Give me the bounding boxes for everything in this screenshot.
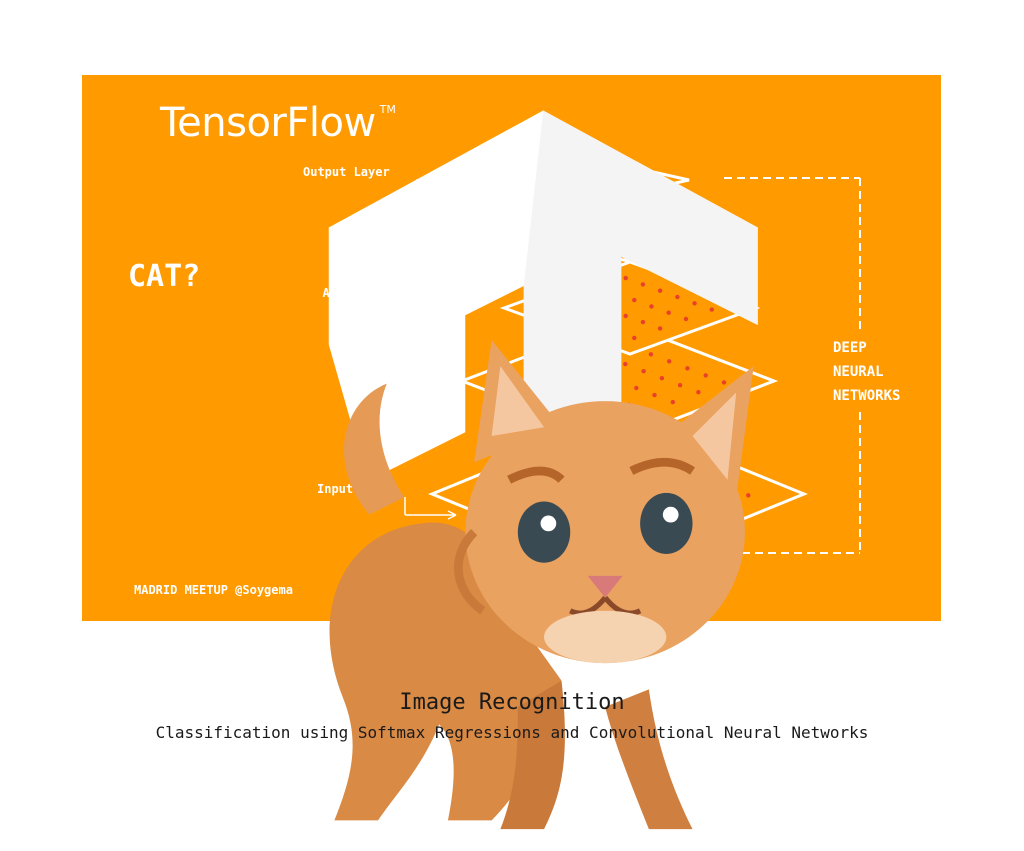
neuron-dot: [685, 366, 690, 371]
neuron-dot: [675, 294, 680, 300]
neuron-dot: [666, 310, 671, 315]
neuron-dot: [623, 275, 628, 281]
neuron-dot: [632, 335, 637, 341]
logo-trademark: TM: [379, 102, 396, 116]
neuron-dot: [721, 380, 727, 385]
neuron-dot: [640, 282, 646, 287]
activated-neurons-label: Activated Neurons: [300, 284, 410, 320]
dnn-line3: NETWORKS: [833, 388, 901, 404]
neuron-dot: [657, 288, 663, 293]
neuron-dot: [703, 373, 708, 378]
neuron-dot: [632, 297, 637, 303]
tensorflow-logo: TensorFlow TM: [104, 89, 758, 637]
neuron-dot: [649, 304, 654, 309]
input-arrowhead-top: [447, 510, 457, 516]
slide-banner: TensorFlow TM Output Layer Activated Neu…: [82, 75, 941, 830]
neuron-dot: [623, 313, 628, 319]
activated-neurons-label-line2: Neurons: [329, 304, 381, 318]
neuron-dot: [696, 390, 701, 395]
neuron-dot: [746, 493, 751, 498]
activated-neurons-label-line1: Activated: [322, 286, 388, 300]
kitten-image: [132, 305, 754, 830]
neuron-dot: [670, 399, 675, 405]
dnn-line2: NEURAL: [833, 364, 884, 380]
logo-text: TensorFlow: [160, 100, 376, 146]
caption-title: Image Recognition: [399, 690, 625, 715]
neuron-dot: [652, 392, 657, 398]
cat-question: CAT?: [128, 259, 201, 294]
neuron-dot: [648, 352, 654, 357]
neuron-dot: [623, 361, 628, 367]
caption-subtitle: Classification using Softmax Regressions…: [155, 723, 869, 742]
neuron-dot: [657, 326, 663, 331]
deep-neural-networks-label: DEEP NEURAL NETWORKS: [831, 334, 903, 410]
tensorflow-logo-icon: [104, 91, 758, 637]
output-layer-label: Output Layer: [303, 165, 390, 179]
neuron-dot: [667, 359, 672, 364]
dnn-line1: DEEP: [833, 340, 867, 356]
neuron-dot: [659, 376, 665, 381]
footer-credit: MADRID MEETUP @Soygema: [134, 583, 293, 597]
input-arrowhead-bottom: [447, 514, 457, 520]
neuron-dot: [683, 316, 689, 322]
neuron-dot: [709, 307, 714, 312]
neuron-dot: [641, 369, 646, 374]
neuron-dot: [640, 319, 646, 325]
neuron-dot: [634, 385, 639, 391]
neuron-dot: [692, 301, 697, 306]
neuron-dot: [677, 383, 683, 388]
